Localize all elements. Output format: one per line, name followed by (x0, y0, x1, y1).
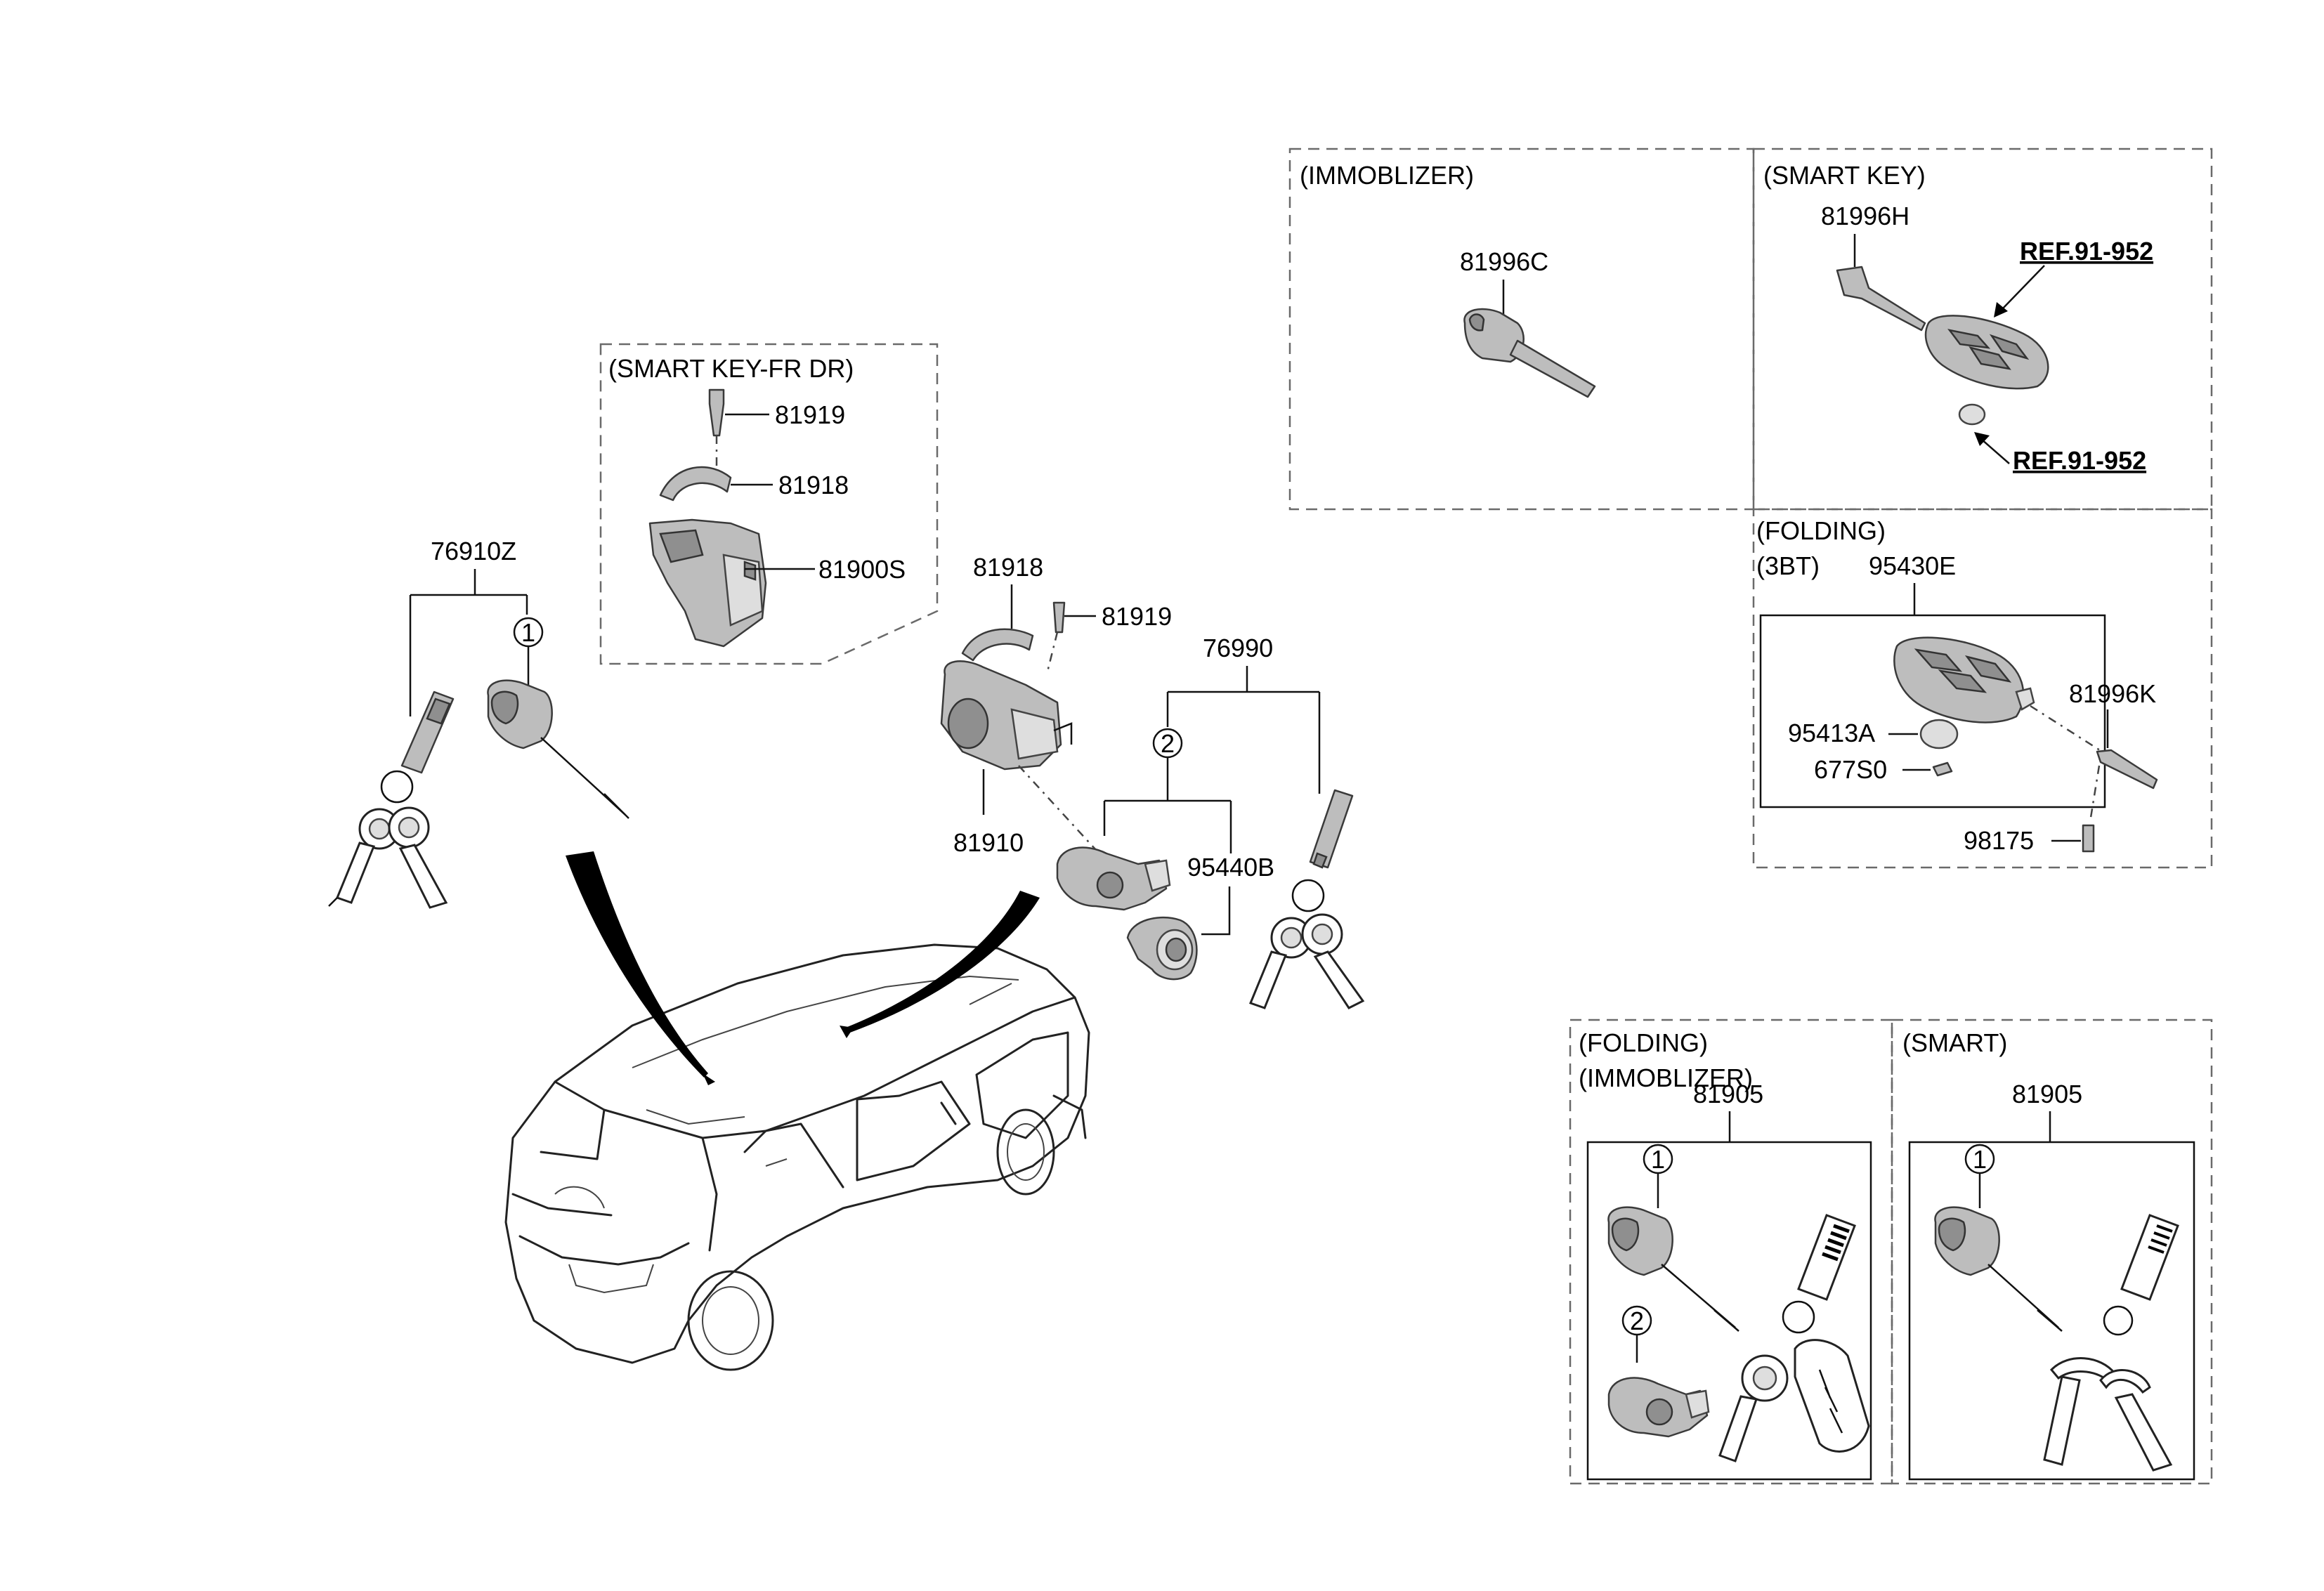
assembly-76910Z: 76910Z 1 (328, 537, 629, 909)
part-number-677S0: 677S0 (1814, 755, 1887, 784)
part-number-81919-top: 81919 (775, 400, 845, 429)
ignition-cylinder-icon (1607, 1377, 1710, 1438)
part-number-76910Z: 76910Z (431, 537, 516, 565)
folding-immobilizer-label-a: (FOLDING) (1579, 1028, 1708, 1057)
door-lock-cylinder-icon (1934, 1206, 2063, 1332)
part-number-95430E: 95430E (1869, 551, 1956, 580)
immobilizer-key: 81996C (1460, 247, 1596, 398)
smart-frame: (SMART) (1891, 1019, 2213, 1485)
emergency-key-icon (1836, 266, 1926, 332)
folding-immobilizer-label-b: (IMMOBLIZER) (1579, 1063, 1753, 1092)
smart-key-fr-dr-frame: (SMART KEY-FR DR) (599, 343, 939, 665)
part-number-81918-top: 81918 (778, 471, 849, 499)
part-number-81910: 81910 (953, 828, 1024, 857)
key-set-icon (1249, 789, 1365, 1009)
part-number-81996K: 81996K (2069, 679, 2156, 708)
part-number-81918-mid: 81918 (973, 553, 1043, 582)
folding-frame: (FOLDING) (3BT) (1752, 508, 2213, 869)
folding-label: (FOLDING) (1756, 516, 1886, 545)
part-number-81900S: 81900S (818, 555, 906, 584)
battery-icon (1919, 719, 1959, 749)
part-number-95413A: 95413A (1788, 719, 1875, 747)
kit-81905-folding: 81905 1 2 (1607, 1080, 1870, 1462)
part-number-81996C: 81996C (1460, 247, 1548, 276)
callout-number: 2 (1630, 1307, 1644, 1335)
key-icon (1718, 1354, 1789, 1462)
ref-91-952-top[interactable]: REF.91-952 (2020, 237, 2153, 266)
key-tag-icon (2103, 1214, 2179, 1336)
pointer-arrow (847, 891, 1040, 1033)
door-lock-cylinder-icon (1607, 1206, 1739, 1332)
bracket-icon (961, 628, 1034, 662)
callout-number: 1 (521, 618, 535, 647)
key-set-icon (328, 690, 455, 909)
callout-number: 1 (1973, 1145, 1987, 1174)
screw-icon (708, 388, 725, 437)
assembly-76990: 76990 2 95440B (1056, 634, 1365, 1009)
folding-fob-icon (1893, 636, 2035, 724)
callout-number: 2 (1161, 729, 1175, 758)
key-blade-icon (1463, 308, 1596, 398)
vehicle-outline-icon (504, 943, 1090, 1371)
key-blade-icon (2096, 749, 2158, 790)
battery-icon (1958, 403, 1986, 426)
smart-fob-icon (1924, 315, 2049, 390)
part-number-81996H: 81996H (1821, 202, 1910, 230)
key-tag-icon (1782, 1214, 1856, 1334)
part-number-98175: 98175 (1964, 826, 2034, 855)
pointer-arrow (566, 851, 708, 1078)
pin-icon (2082, 824, 2095, 853)
part-number-81919-mid: 81919 (1102, 602, 1172, 631)
part-number-81905-left: 81905 (1693, 1080, 1763, 1108)
ignition-lock-assembly: 81918 81919 81910 (940, 553, 1172, 857)
smart-key-fr-dr-label: (SMART KEY-FR DR) (608, 354, 854, 383)
smart-key: 81996H REF.91-952 REF.91-952 (1821, 202, 2153, 475)
gasket-icon (1932, 761, 1953, 777)
bracket-icon (659, 466, 732, 502)
smart-key-label: (SMART KEY) (1763, 161, 1926, 190)
lock-housing-icon (648, 518, 767, 648)
folding-3bt-label: (3BT) (1756, 551, 1820, 580)
folding-key: 95430E 95413A 677S0 81996K 98175 (1788, 551, 2158, 855)
smart-blade-keys-icon (2043, 1357, 2173, 1472)
screw-icon (1052, 601, 1066, 634)
folding-fob-icon (1794, 1339, 1870, 1453)
part-number-95440B: 95440B (1187, 853, 1274, 882)
smart-key-fr-dr-parts: 81919 81918 81900S (648, 388, 906, 648)
ring-icon (1126, 917, 1198, 981)
door-lock-cylinder-icon (487, 679, 629, 819)
smart-label: (SMART) (1902, 1028, 2007, 1057)
immobilizer-label: (IMMOBLIZER) (1300, 161, 1474, 190)
ref-91-952-bottom[interactable]: REF.91-952 (2013, 446, 2146, 475)
part-number-76990: 76990 (1203, 634, 1273, 662)
ignition-cylinder-icon (1056, 846, 1171, 911)
part-number-81905-right: 81905 (2012, 1080, 2082, 1108)
immobilizer-frame: (IMMOBLIZER) (1288, 148, 1755, 511)
callout-number: 1 (1651, 1145, 1665, 1174)
ignition-lock-housing-icon (940, 660, 1073, 771)
kit-81905-smart: 81905 1 (1934, 1080, 2179, 1472)
